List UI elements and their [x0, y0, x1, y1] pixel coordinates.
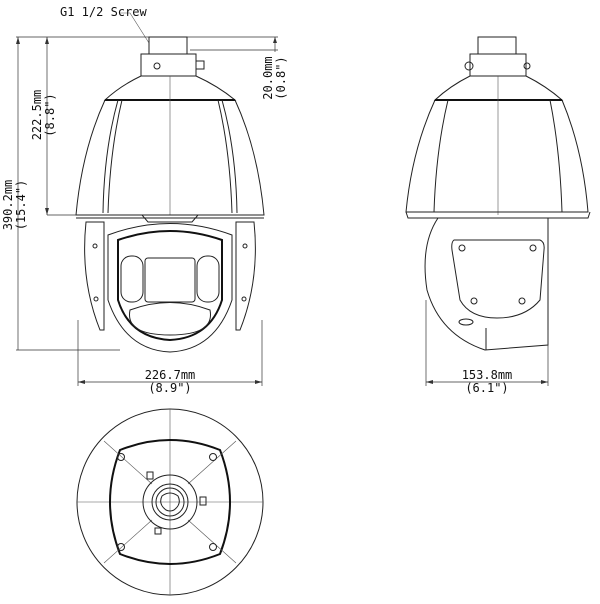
width-inch: (8.9")	[148, 381, 192, 395]
side-view	[405, 36, 591, 386]
mount-height-dimension: 20.0mm (0.8")	[261, 48, 288, 108]
front-view	[16, 12, 278, 386]
width-mm: 226.7mm	[144, 368, 196, 382]
bottom-view	[76, 408, 264, 596]
depth-mm: 153.8mm	[461, 368, 513, 382]
screw-callout-label: G1 1/2 Screw	[60, 5, 147, 19]
depth-dimension: 153.8mm (6.1")	[447, 369, 527, 395]
total-height-inch: (15.4")	[14, 179, 28, 231]
upper-height-inch: (8.8")	[43, 93, 57, 137]
total-height-dimension: 390.2mm (15.4")	[1, 160, 28, 250]
depth-inch: (6.1")	[465, 381, 509, 395]
mount-height-inch: (0.8")	[274, 56, 288, 100]
width-dimension: 226.7mm (8.9")	[130, 369, 210, 395]
upper-height-dimension: 222.5mm (8.8")	[30, 70, 57, 160]
